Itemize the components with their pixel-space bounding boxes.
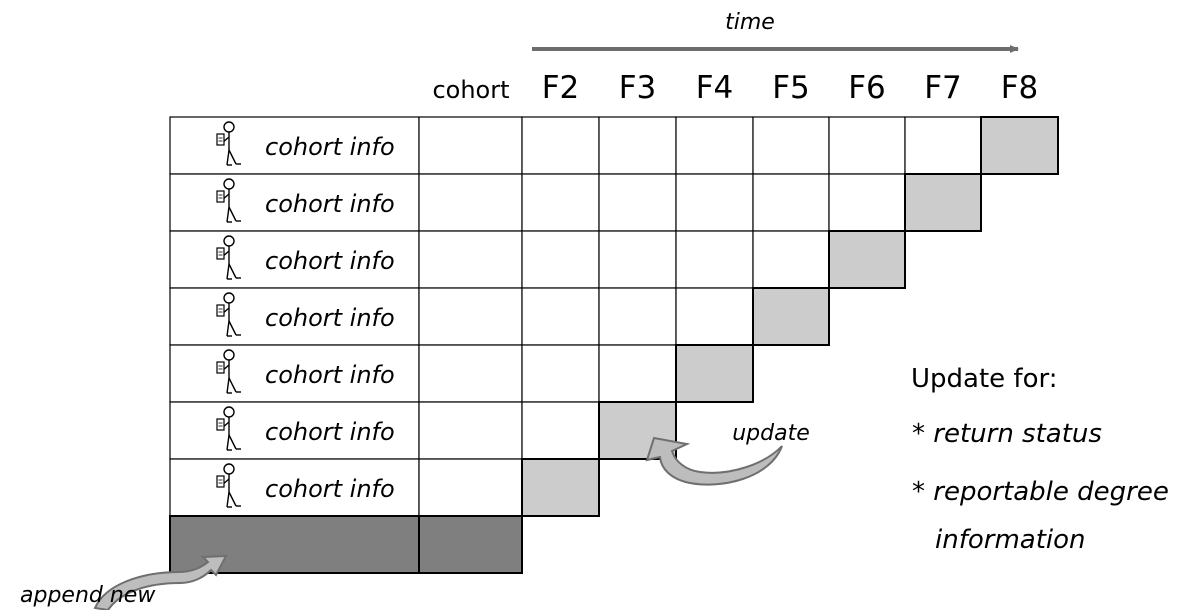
period-cell-f3 bbox=[598, 173, 677, 232]
period-cell-f5 bbox=[752, 230, 830, 289]
period-header-f6: F6 bbox=[848, 70, 886, 106]
period-cell-f3 bbox=[598, 287, 677, 346]
period-header-f2: F2 bbox=[542, 70, 580, 106]
period-cell-f6 bbox=[828, 116, 906, 175]
legend-title: Update for: bbox=[911, 364, 1057, 394]
cohort-cell bbox=[418, 287, 523, 346]
cohort-info-cell bbox=[169, 401, 420, 460]
cohort-row: cohort info bbox=[169, 230, 906, 289]
period-cell-f2 bbox=[521, 287, 600, 346]
cohort-row: cohort info bbox=[169, 173, 982, 232]
time-axis: time bbox=[532, 10, 1019, 53]
cohort-row: cohort info bbox=[169, 401, 677, 460]
cohort-row: cohort info bbox=[169, 344, 754, 403]
period-header-f8: F8 bbox=[1001, 70, 1039, 106]
period-cell-f7 bbox=[904, 116, 982, 175]
cohort-cell bbox=[418, 458, 523, 517]
appended-row-cohort-cell bbox=[418, 515, 523, 574]
cohort-column-header: cohort bbox=[432, 76, 509, 104]
time-label: time bbox=[725, 10, 775, 35]
append-new-label: append new bbox=[20, 583, 156, 608]
period-headers: F2 F3 F4 F5 F6 F7 F8 bbox=[542, 70, 1039, 106]
updated-cell-f3 bbox=[598, 401, 677, 460]
update-label: update bbox=[732, 421, 810, 446]
cohort-row: cohort info bbox=[169, 116, 1059, 175]
legend-item-information: information bbox=[935, 525, 1086, 555]
cohort-cell bbox=[418, 230, 523, 289]
period-cell-f3 bbox=[598, 230, 677, 289]
period-cell-f3 bbox=[598, 344, 677, 403]
cohort-grid: cohort info cohort info cohort info cohort … bbox=[169, 116, 1059, 517]
cohort-info-label: cohort info bbox=[265, 190, 395, 218]
updated-cell-f8 bbox=[980, 116, 1059, 175]
period-cell-f5 bbox=[752, 116, 830, 175]
period-cell-f3 bbox=[598, 116, 677, 175]
append-arrow bbox=[93, 554, 228, 610]
cohort-cell bbox=[418, 173, 523, 232]
period-cell-f4 bbox=[675, 173, 754, 232]
period-cell-f2 bbox=[521, 116, 600, 175]
cohort-info-cell bbox=[169, 458, 420, 517]
period-cell-f2 bbox=[521, 344, 600, 403]
updated-cell-f6 bbox=[828, 230, 906, 289]
cohort-info-cell bbox=[169, 173, 420, 232]
period-cell-f4 bbox=[675, 230, 754, 289]
period-header-f5: F5 bbox=[772, 70, 810, 106]
period-header-f7: F7 bbox=[924, 70, 962, 106]
period-cell-f6 bbox=[828, 173, 906, 232]
cohort-info-label: cohort info bbox=[265, 475, 395, 503]
cohort-info-label: cohort info bbox=[265, 304, 395, 332]
period-cell-f4 bbox=[675, 287, 754, 346]
period-cell-f5 bbox=[752, 173, 830, 232]
cohort-cell bbox=[418, 116, 523, 175]
cohort-row: cohort info bbox=[169, 458, 600, 517]
updated-cell-f5 bbox=[752, 287, 830, 346]
update-arrow bbox=[645, 436, 783, 486]
cohort-cell bbox=[418, 401, 523, 460]
updated-cell-f7 bbox=[904, 173, 982, 232]
cohort-row: cohort info bbox=[169, 287, 830, 346]
update-legend: Update for: * return status * reportable… bbox=[911, 364, 1169, 555]
appended-row bbox=[169, 515, 523, 574]
period-cell-f2 bbox=[521, 173, 600, 232]
cohort-cell bbox=[418, 344, 523, 403]
period-header-f4: F4 bbox=[696, 70, 734, 106]
legend-item-return-status: * return status bbox=[912, 419, 1102, 449]
period-cell-f4 bbox=[675, 116, 754, 175]
period-header-f3: F3 bbox=[619, 70, 657, 106]
updated-cell-f4 bbox=[675, 344, 754, 403]
legend-item-reportable-degree: * reportable degree bbox=[912, 477, 1169, 507]
cohort-info-label: cohort info bbox=[265, 247, 395, 275]
updated-cell-f2 bbox=[521, 458, 600, 517]
period-cell-f2 bbox=[521, 230, 600, 289]
cohort-info-label: cohort info bbox=[265, 361, 395, 389]
cohort-info-label: cohort info bbox=[265, 133, 395, 161]
cohort-info-label: cohort info bbox=[265, 418, 395, 446]
period-cell-f2 bbox=[521, 401, 600, 460]
